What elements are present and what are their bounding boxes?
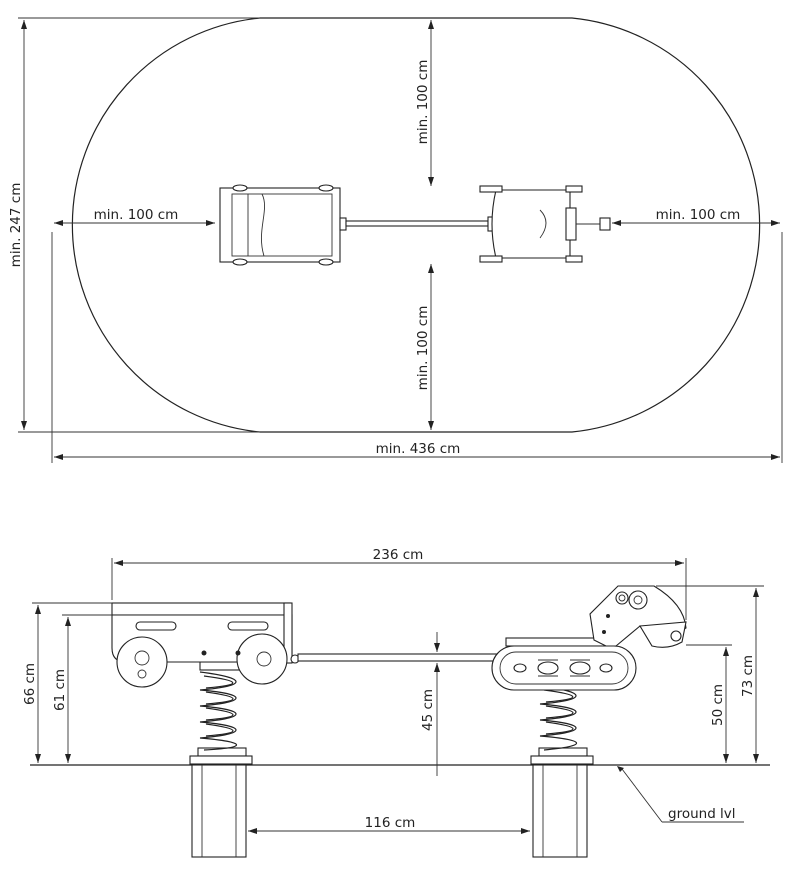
- left-clearance-label: min. 100 cm: [94, 207, 179, 223]
- connecting-bar-side-view: [297, 653, 499, 662]
- dimension-left-outer-height: 66 cm: [22, 602, 112, 763]
- dimension-spring-spacing: 116 cm: [248, 815, 530, 834]
- foundation-left: [191, 764, 247, 858]
- bottom-clearance-label: min. 100 cm: [415, 306, 431, 391]
- tractor-top-view: [479, 185, 611, 263]
- dimension-height: min. 247 cm: [8, 17, 260, 433]
- dimension-width: min. 436 cm: [51, 232, 783, 463]
- dimension-top-clearance: min. 100 cm: [415, 20, 434, 186]
- foundation-right: [532, 764, 588, 858]
- seat-height-label: 45 cm: [420, 689, 436, 731]
- length-label: 236 cm: [373, 547, 424, 563]
- spring-left: [189, 661, 253, 765]
- left-inner-height-label: 61 cm: [52, 669, 68, 711]
- ground-level-callout: ground lvl: [617, 766, 744, 823]
- dimension-left-clearance: min. 100 cm: [54, 207, 215, 226]
- ground-level-label: ground lvl: [668, 806, 736, 822]
- left-outer-height-label: 66 cm: [22, 663, 38, 705]
- safety-zone-outline: [71, 17, 761, 433]
- connecting-bar-top-view: [345, 220, 489, 227]
- dimension-right-clearance: min. 100 cm: [612, 207, 780, 226]
- dimension-bottom-clearance: min. 100 cm: [415, 264, 434, 430]
- dimension-length: 236 cm: [111, 547, 687, 620]
- right-clearance-label: min. 100 cm: [656, 207, 741, 223]
- dimension-seat-height: 45 cm: [420, 632, 440, 776]
- side-view: 236 cm 66 cm 61 cm 45 cm 50 cm: [22, 547, 770, 858]
- right-inner-height-label: 50 cm: [710, 684, 726, 726]
- dimension-right-outer-height: 73 cm: [656, 585, 764, 763]
- trailer-side-view: [111, 602, 300, 688]
- spring-spacing-label: 116 cm: [365, 815, 416, 831]
- width-label: min. 436 cm: [376, 441, 461, 457]
- dimension-left-inner-height: 61 cm: [52, 614, 112, 763]
- height-label: min. 247 cm: [8, 183, 24, 268]
- right-outer-height-label: 73 cm: [740, 655, 756, 697]
- top-view: min. 436 cm min. 247 cm min. 100 cm min.…: [8, 17, 783, 463]
- tractor-side-view: [491, 585, 687, 691]
- top-clearance-label: min. 100 cm: [415, 60, 431, 145]
- trailer-top-view: [219, 184, 347, 266]
- spring-right: [530, 677, 594, 765]
- dimension-right-inner-height: 50 cm: [686, 644, 732, 763]
